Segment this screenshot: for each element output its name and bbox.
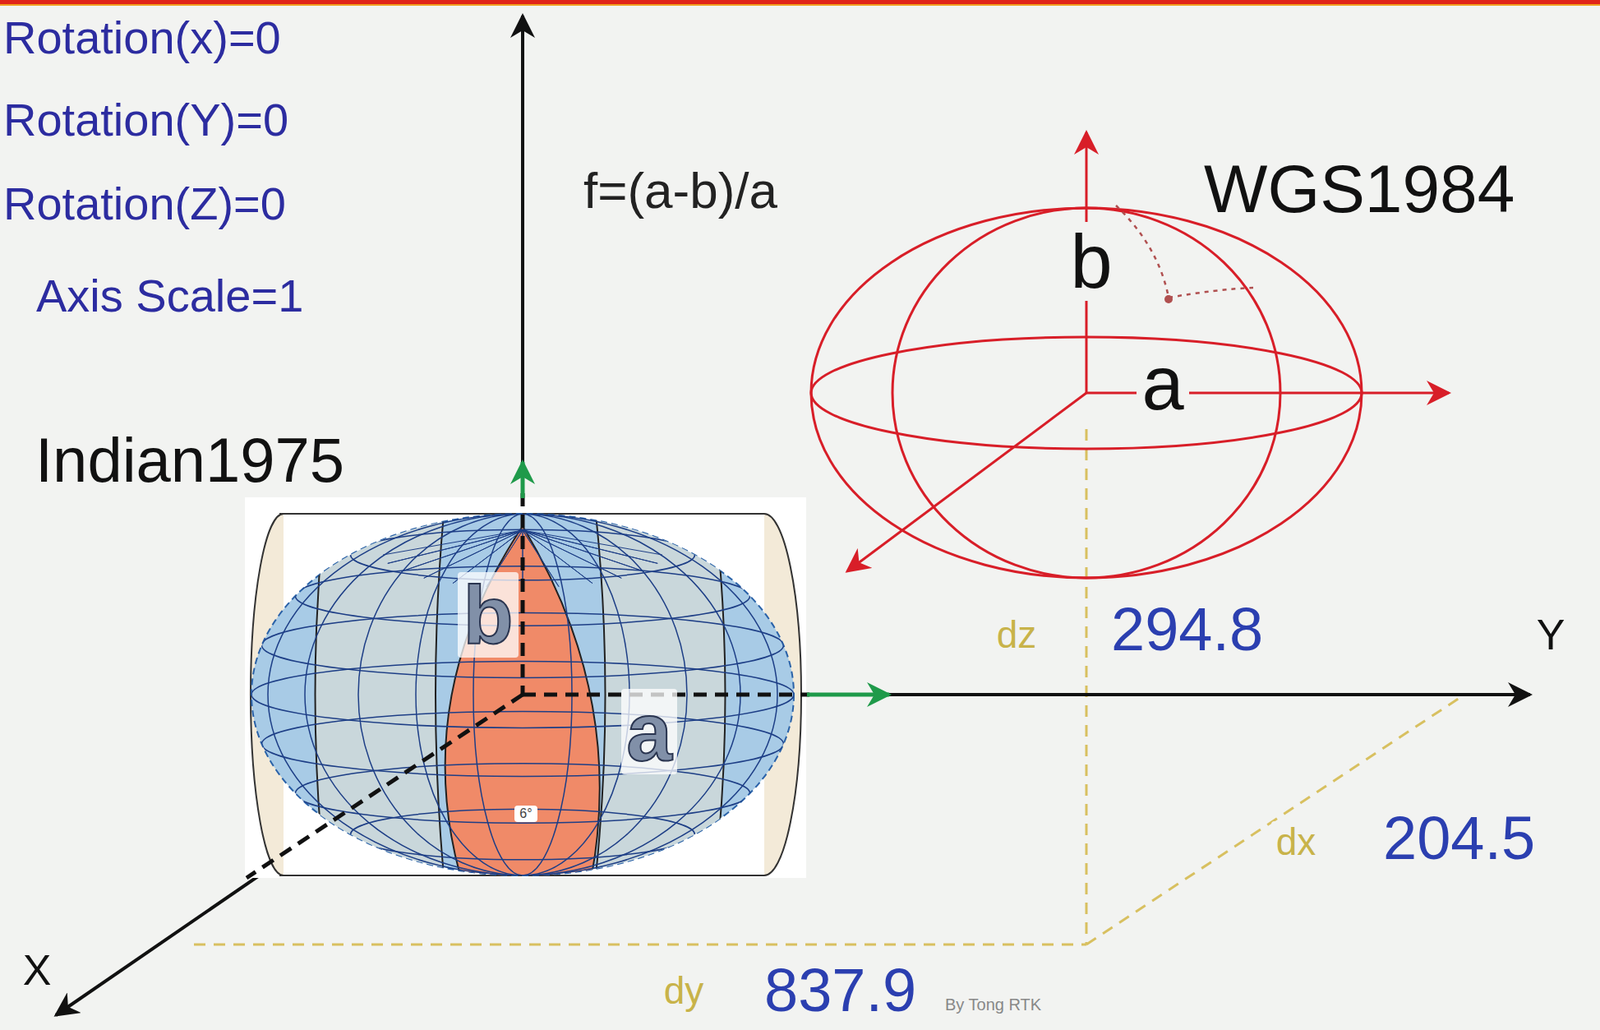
pole-line [387,530,523,563]
shift-axis-label: dy [663,971,705,1010]
rotation-parameter: Rotation(Y)=0 [3,96,289,143]
datum-name: Indian1975 [35,428,345,492]
pole-line [401,530,523,572]
top-border [0,0,1600,6]
pole-line [522,530,593,584]
shift-value: 294.8 [1111,599,1264,660]
pole-line [522,530,644,572]
semi-minor-axis-label: b [1065,221,1117,301]
pole-line [522,530,593,584]
rotation-parameter: Rotation(x)=0 [3,14,282,61]
semi-minor-axis-label: b [457,571,518,658]
zone-width-label: 6° [514,805,537,822]
pole-line [424,530,523,578]
pole-line [424,530,523,578]
shift-axis-label: dx [1271,820,1322,863]
axes [55,15,1531,1015]
pole-line [522,530,644,572]
radius-dashes [246,493,810,878]
datum-name: WGS1984 [1203,155,1515,223]
axis-name: Y [1536,613,1566,656]
pole-line [522,530,658,563]
indian1975-ellipsoid [244,497,807,878]
semi-major-axis-label: a [1136,343,1189,423]
pole-line [522,530,622,578]
watermark: By Tong RTK [945,995,1042,1013]
rotation-parameter: Rotation(Z)=0 [3,180,286,227]
shift-value: 837.9 [764,959,917,1021]
pole-line [382,530,523,555]
pole-line [522,530,663,555]
pole-line [522,530,658,563]
shift-dashes [193,428,1465,945]
pole-line [387,530,523,563]
semi-major-axis-label: a [621,688,678,775]
flattening-formula: f=(a-b)/a [583,165,778,217]
latitude-line [262,711,784,777]
pole-line [522,530,622,578]
scale-parameter: Axis Scale=1 [36,272,304,319]
shift-axis-label: dz [996,615,1038,654]
pole-line [401,530,523,572]
axis-name: X [23,948,52,992]
local-axis-arrows [522,461,890,695]
latitude-line [295,763,750,823]
shift-value: 204.5 [1383,807,1536,869]
